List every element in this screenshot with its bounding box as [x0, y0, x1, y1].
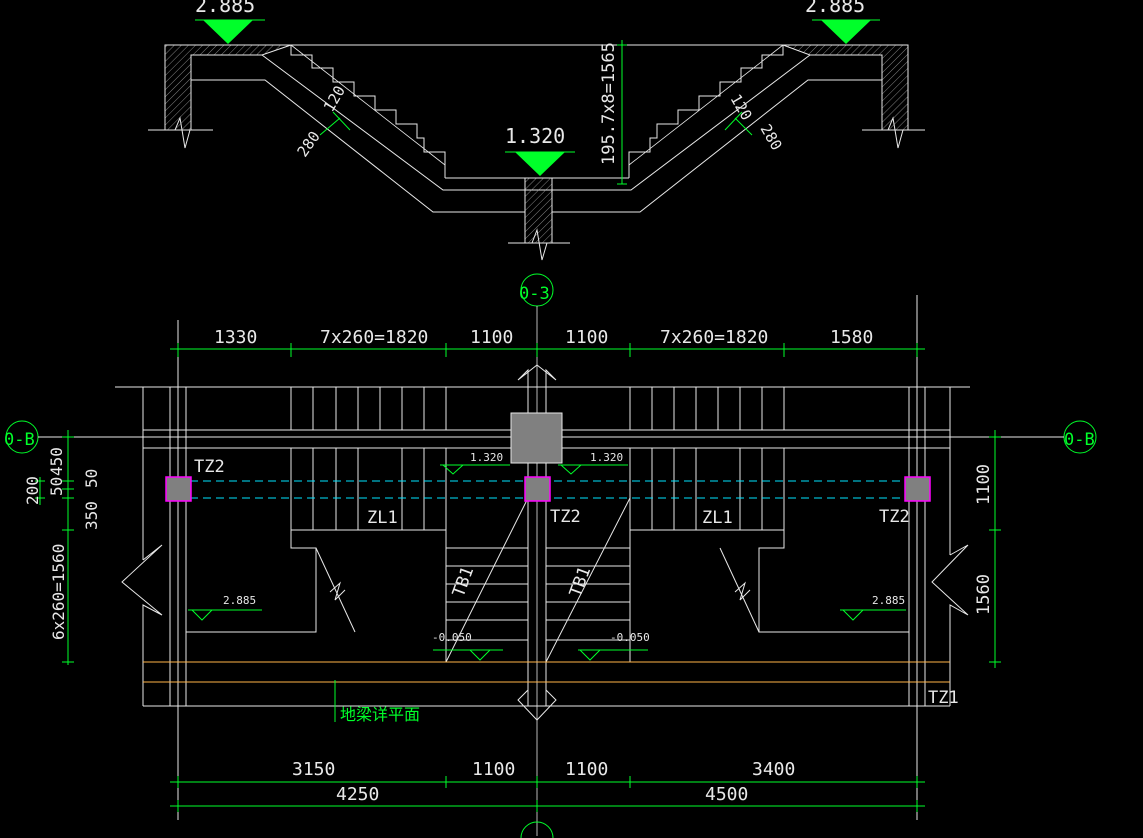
- dim-bottom-1-1: 1100: [472, 759, 515, 780]
- left-flight-steps: [290, 45, 446, 178]
- elev-marker-top-left: [203, 20, 253, 44]
- right-flight-soffit: [552, 79, 882, 213]
- elev-landing: 1.320: [505, 124, 565, 148]
- dim-right-1: 1560: [974, 574, 994, 615]
- left-flight-slab: [261, 54, 525, 191]
- dim-left-50b: 50: [82, 469, 101, 488]
- plan-elev-bottom-left: -0.050: [432, 631, 472, 644]
- elev-marker-landing: [515, 152, 565, 176]
- dim-left-350: 350: [82, 501, 101, 530]
- dim-top-3: 1100: [565, 327, 608, 348]
- axis-label-row-right: 0-B: [1064, 430, 1095, 450]
- plan-elevation-markers: [188, 464, 906, 661]
- center-post: [524, 177, 553, 244]
- label-tb1-left: TB1: [449, 564, 478, 600]
- right-flight-steps: [628, 45, 784, 178]
- left-flight-soffit: [191, 79, 525, 213]
- label-zl1-right: ZL1: [702, 508, 733, 528]
- section-width-left: 280: [294, 128, 324, 161]
- dim-right-0: 1100: [974, 464, 994, 505]
- dim-top-4: 7x260=1820: [660, 327, 768, 348]
- elev-top-left: 2.885: [195, 0, 255, 17]
- dimension-lines: [35, 343, 1001, 812]
- label-tz2-right: TZ2: [879, 507, 910, 527]
- column-center-top: [510, 412, 563, 464]
- elev-marker-top-right: [821, 20, 871, 44]
- section-riser-formula: 195.7x8=1565: [599, 42, 619, 165]
- plan-elev-left: 2.885: [223, 594, 256, 607]
- dim-left-stairs: 6x260=1560: [49, 544, 68, 640]
- axis-label-row-left: 0-B: [4, 430, 35, 450]
- label-beam-note: 地梁详平面: [340, 705, 420, 724]
- section-thickness-left: 120: [320, 83, 349, 115]
- dim-left-450: 450: [47, 447, 66, 476]
- dim-bottom-2-1: 4500: [705, 784, 748, 805]
- section-width-right: 280: [757, 121, 786, 153]
- right-wall: [782, 44, 909, 131]
- label-tz2-mid: TZ2: [550, 507, 581, 527]
- stair-section: [148, 44, 925, 261]
- section-dimensions: [319, 40, 753, 185]
- axis-label-column: 0-3: [519, 284, 550, 304]
- column-tz2-right: [904, 476, 931, 502]
- left-wall: [164, 44, 292, 131]
- section-thickness-right: 120: [727, 91, 756, 123]
- dim-bottom-1-3: 3400: [752, 759, 795, 780]
- plan-elev-mid-right: 1.320: [590, 451, 623, 464]
- label-tb1-right: TB1: [566, 564, 595, 600]
- dim-bottom-1-2: 1100: [565, 759, 608, 780]
- dim-top-0: 1330: [214, 327, 257, 348]
- dim-bottom-1-0: 3150: [292, 759, 335, 780]
- plan-elev-bottom-right: -0.050: [610, 631, 650, 644]
- label-zl1-left: ZL1: [367, 508, 398, 528]
- label-tz2-left: TZ2: [194, 457, 225, 477]
- stair-plan: [38, 295, 1064, 820]
- dim-left-50a: 50: [47, 477, 66, 496]
- elevation-markers: [203, 20, 871, 176]
- column-tz2-mid: [524, 476, 551, 502]
- dim-top-5: 1580: [830, 327, 873, 348]
- label-tz1: TZ1: [928, 688, 959, 708]
- dim-left-200: 200: [23, 476, 42, 505]
- plan-elev-mid-left: 1.320: [470, 451, 503, 464]
- plan-elev-right: 2.885: [872, 594, 905, 607]
- dim-top-1: 7x260=1820: [320, 327, 428, 348]
- elev-top-right: 2.885: [805, 0, 865, 17]
- dim-bottom-2-0: 4250: [336, 784, 379, 805]
- column-tz2-left: [165, 476, 192, 502]
- dim-top-2: 1100: [470, 327, 513, 348]
